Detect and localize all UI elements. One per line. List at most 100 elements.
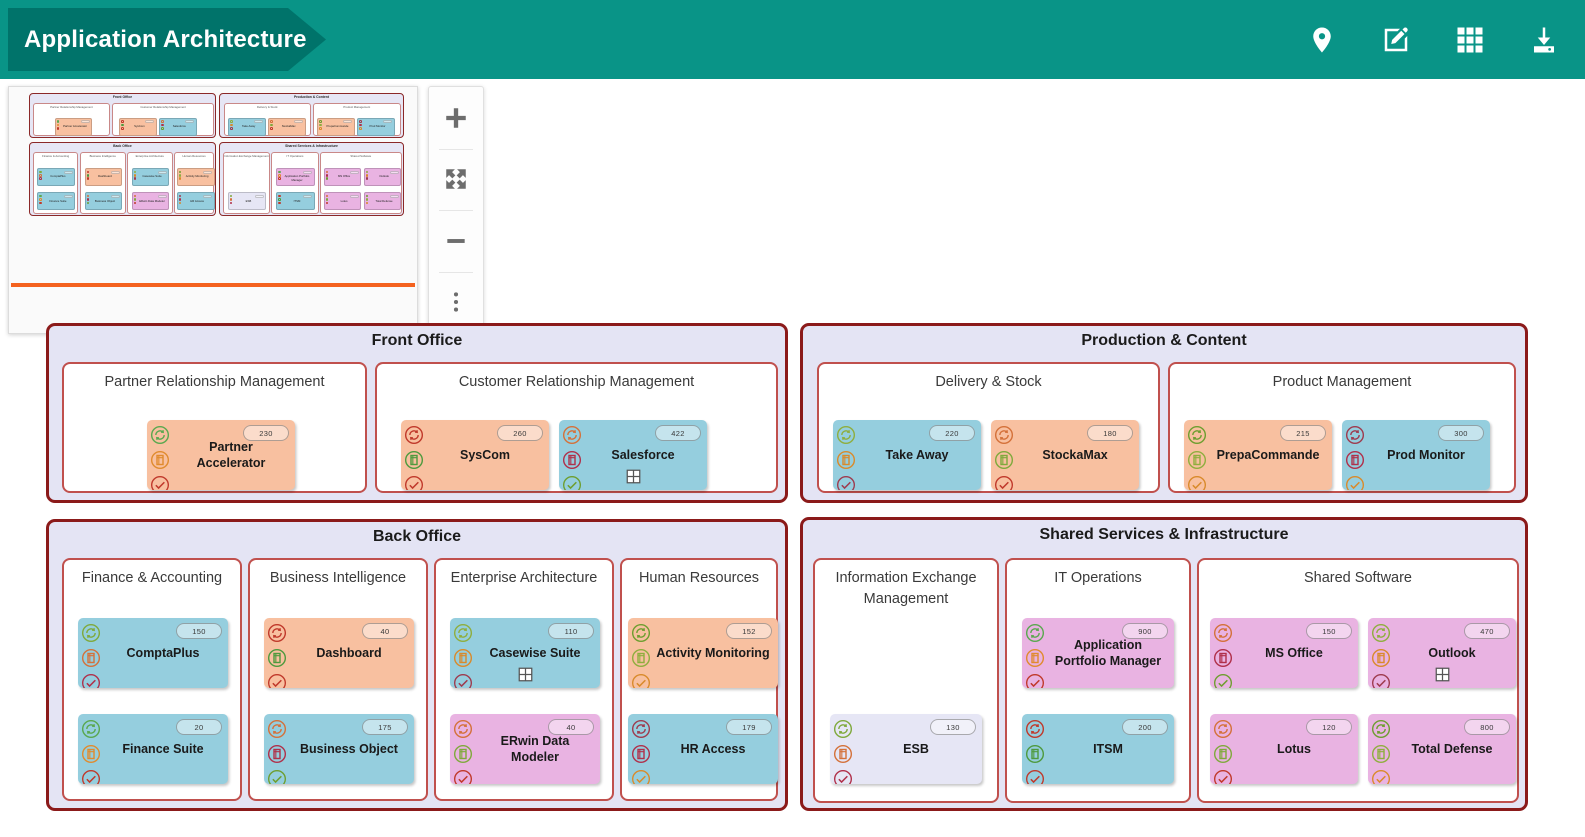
edit-square-icon[interactable] (1381, 25, 1411, 55)
lifecycle-icon (631, 719, 651, 739)
minimap-group-title: Shared Software (350, 154, 372, 159)
minimap-viewport-indicator[interactable] (11, 283, 415, 287)
location-pin-icon[interactable] (1307, 25, 1337, 55)
minimap-card-name: Salesforce (172, 125, 186, 129)
title-banner: Application Architecture (8, 8, 326, 71)
zoom-toolbar (428, 86, 484, 334)
minimap-card-icons (56, 120, 60, 130)
minimap-card-icons (229, 194, 233, 205)
card-metric-badge: 900 (1122, 623, 1168, 639)
minimap-group: Partner Relationship Management Partner … (32, 102, 111, 136)
minimap-card: Take Away (228, 117, 266, 136)
minimap-card: Partner Accelerator (54, 117, 93, 136)
grid-apps-icon[interactable] (1455, 25, 1485, 55)
group-title: Finance & Accounting (81, 570, 223, 586)
minimap-card-icons (230, 120, 234, 130)
minimap-card: ERwin Data Modeler (131, 192, 170, 211)
minimap-card: ITSM (276, 192, 315, 211)
lifecycle-icon (1345, 425, 1365, 445)
minimap-card-name: Dashboard (98, 175, 112, 179)
minimap-card-icons (325, 194, 329, 205)
minimap-card-badge (254, 120, 264, 124)
minimap-card-name: Partner Accelerator (63, 125, 88, 129)
minimap-card: Business Object (84, 192, 123, 211)
download-icon[interactable] (1529, 25, 1559, 55)
minimap-card-badge (110, 170, 120, 174)
minimap-card-icons (121, 120, 124, 130)
application-icon (836, 450, 856, 470)
card-application-name: Take Away (885, 448, 949, 462)
group-title: Product Management (1272, 374, 1412, 390)
lifecycle-icon (631, 623, 651, 643)
minimap-card-badge (303, 194, 313, 198)
card-status-icons (1213, 719, 1233, 784)
minimap-card-icons (278, 170, 281, 181)
grid-icon (626, 469, 640, 484)
card-status-icons (267, 719, 287, 784)
zoom-out-button[interactable] (429, 210, 483, 272)
zoom-in-button[interactable] (429, 87, 483, 149)
minimap-group: Human Resources Activity Monitoring HR A… (174, 152, 215, 214)
section-title: Back Office (372, 528, 462, 545)
compliance-check-icon (833, 769, 853, 784)
fit-to-screen-button[interactable] (429, 148, 483, 211)
minimap-card-icons (365, 170, 369, 181)
more-options-button[interactable] (429, 271, 483, 334)
card-status-icons (833, 719, 853, 784)
group-title: Customer Relationship Management (458, 374, 695, 390)
card-application-name: Finance Suite (122, 742, 204, 756)
card-application-name: Salesforce (611, 448, 675, 462)
minimap-card: MS Office (323, 168, 362, 186)
card-metric-badge: 260 (497, 425, 543, 441)
card-status-icons (1345, 425, 1365, 490)
minimap-card-icons (178, 194, 182, 205)
compliance-check-icon (1371, 769, 1391, 784)
minimap-card-icons (270, 120, 274, 130)
minimap-section-title: Front Office (112, 94, 133, 99)
minimap-card: ESB (227, 192, 267, 211)
group-title: IT Operations (1054, 570, 1142, 586)
lifecycle-icon (150, 425, 170, 445)
card-application-name: Partner Accelerator (196, 440, 266, 470)
